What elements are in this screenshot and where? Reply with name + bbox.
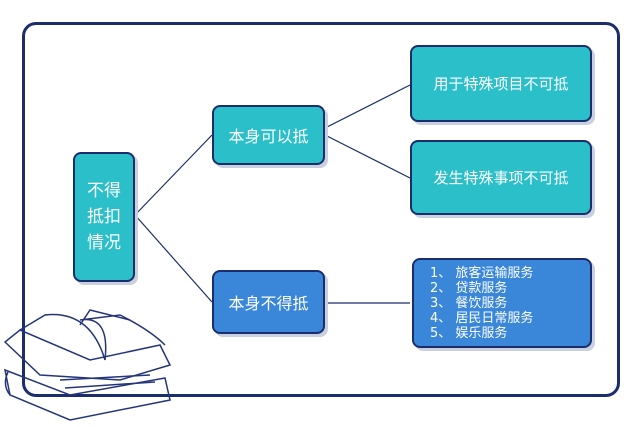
diagram-frame xyxy=(22,22,620,397)
list-item: 2、 贷款服务 xyxy=(430,280,508,296)
leaf-label: 用于特殊项目不可抵 xyxy=(433,75,569,93)
leaf-label: 发生特殊事项不可抵 xyxy=(433,169,569,187)
list-item: 5、 娱乐服务 xyxy=(430,325,508,341)
root-label-line: 情况 xyxy=(87,233,121,253)
list-item: 1、 旅客运输服务 xyxy=(430,265,534,281)
connector-a-2 xyxy=(324,134,411,179)
root-label-line: 不得 xyxy=(87,181,121,201)
branch-deductible-label: 本身可以抵 xyxy=(228,127,309,146)
connector-a-1 xyxy=(324,84,411,129)
non-deductible-list: 1、 旅客运输服务 2、 贷款服务 3、 餐饮服务 4、 居民日常服务 5、 娱… xyxy=(412,258,592,348)
root-label-line: 抵扣 xyxy=(87,207,121,227)
connector-root-a xyxy=(134,134,213,216)
connector-root-b xyxy=(134,214,213,303)
list-item: 4、 居民日常服务 xyxy=(430,310,534,326)
leaf-special-project: 用于特殊项目不可抵 xyxy=(410,45,592,122)
branch-non-deductible: 本身不得抵 xyxy=(212,270,325,334)
branch-non-deductible-label: 本身不得抵 xyxy=(228,294,309,313)
leaf-special-event: 发生特殊事项不可抵 xyxy=(410,140,592,215)
root-node: 不得 抵扣 情况 xyxy=(73,152,135,282)
books-illustration xyxy=(3,309,172,421)
list-item: 3、 餐饮服务 xyxy=(430,295,508,311)
branch-deductible: 本身可以抵 xyxy=(212,105,325,165)
